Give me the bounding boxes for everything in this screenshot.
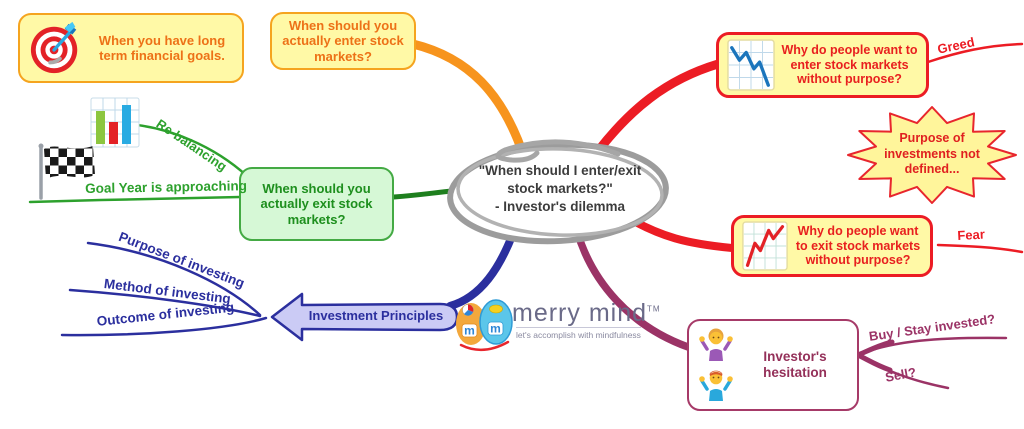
subbranch-method-line <box>68 288 262 318</box>
callout-line2: investments not <box>884 146 980 161</box>
subbranch-buy-line <box>858 336 1008 356</box>
node-long-term-goals-label: When you have long term financial goals. <box>98 32 226 63</box>
man-shrugging-icon <box>699 370 733 401</box>
declining-chart-icon <box>727 39 775 91</box>
merry-mind-logo-icon: m m <box>456 299 513 351</box>
node-investment-principles-label: Investment Principles <box>308 308 444 323</box>
callout-line3: defined... <box>904 162 960 177</box>
central-topic-line2: stock markets?" <box>507 180 613 196</box>
logo-name-text: merry mind <box>512 299 648 327</box>
label-fear: Fear <box>957 226 986 243</box>
subbranch-goalyear-line <box>28 195 242 204</box>
node-when-enter-label: When should you actually enter stock mar… <box>282 18 404 64</box>
label-goal-year: Goal Year is approaching <box>85 178 248 196</box>
subbranch-outcome-line <box>60 316 268 337</box>
subbranch-purpose-line <box>86 241 262 317</box>
node-when-enter: When should you actually enter stock mar… <box>270 12 416 70</box>
subbranch-fear-line <box>936 243 1024 254</box>
branch-greed-line <box>593 59 723 156</box>
node-investor-hesitation: Investor's hesitation <box>687 319 859 411</box>
subbranch-greed-line <box>926 42 1024 64</box>
central-topic: "When should I enter/exit stock markets?… <box>462 162 658 215</box>
logo-tagline: let's accomplish with mindfulness <box>516 327 641 340</box>
branch-enter-line <box>408 39 527 156</box>
branch-hesitation-line <box>573 227 692 351</box>
branch-principles-line <box>446 232 516 310</box>
callout-purpose-not-defined: Purpose of investments not defined... <box>866 131 998 178</box>
shrug-emojis <box>697 327 735 403</box>
branch-exit-line <box>391 188 455 200</box>
node-exit-no-purpose: Why do people want to exit stock markets… <box>731 215 933 277</box>
target-dart-icon <box>30 21 78 74</box>
node-when-exit-label: When should you actually exit stock mark… <box>260 181 373 227</box>
rising-chart-icon <box>742 221 788 271</box>
logo-monogram-right: m <box>490 322 501 336</box>
node-when-exit: When should you actually exit stock mark… <box>239 167 394 241</box>
node-long-term-goals: When you have long term financial goals. <box>18 13 244 83</box>
logo-tm-mark: TM <box>647 304 661 314</box>
callout-line1: Purpose of <box>899 131 965 145</box>
node-exit-no-purpose-label: Why do people want to exit stock markets… <box>795 223 921 268</box>
subbranch-sell-line <box>858 355 950 390</box>
subbranch-rebalancing-line <box>125 122 249 178</box>
node-enter-no-purpose: Why do people want to enter stock market… <box>716 32 929 98</box>
purpose-not-defined-starburst <box>847 106 1017 204</box>
checkered-flag-icon <box>38 143 95 200</box>
bar-chart-icon <box>90 97 140 148</box>
woman-shrugging-icon <box>699 328 733 361</box>
node-enter-no-purpose-label: Why do people want to enter stock market… <box>781 42 918 87</box>
central-topic-ellipse <box>447 139 669 245</box>
logo-wordmark: merry mindTM <box>512 299 661 328</box>
central-topic-line3: - Investor's dilemma <box>494 198 625 214</box>
logo-monogram-left: m <box>464 324 475 338</box>
central-topic-line1: "When should I enter/exit <box>478 163 642 178</box>
node-investor-hesitation-label: Investor's hesitation <box>763 349 827 380</box>
